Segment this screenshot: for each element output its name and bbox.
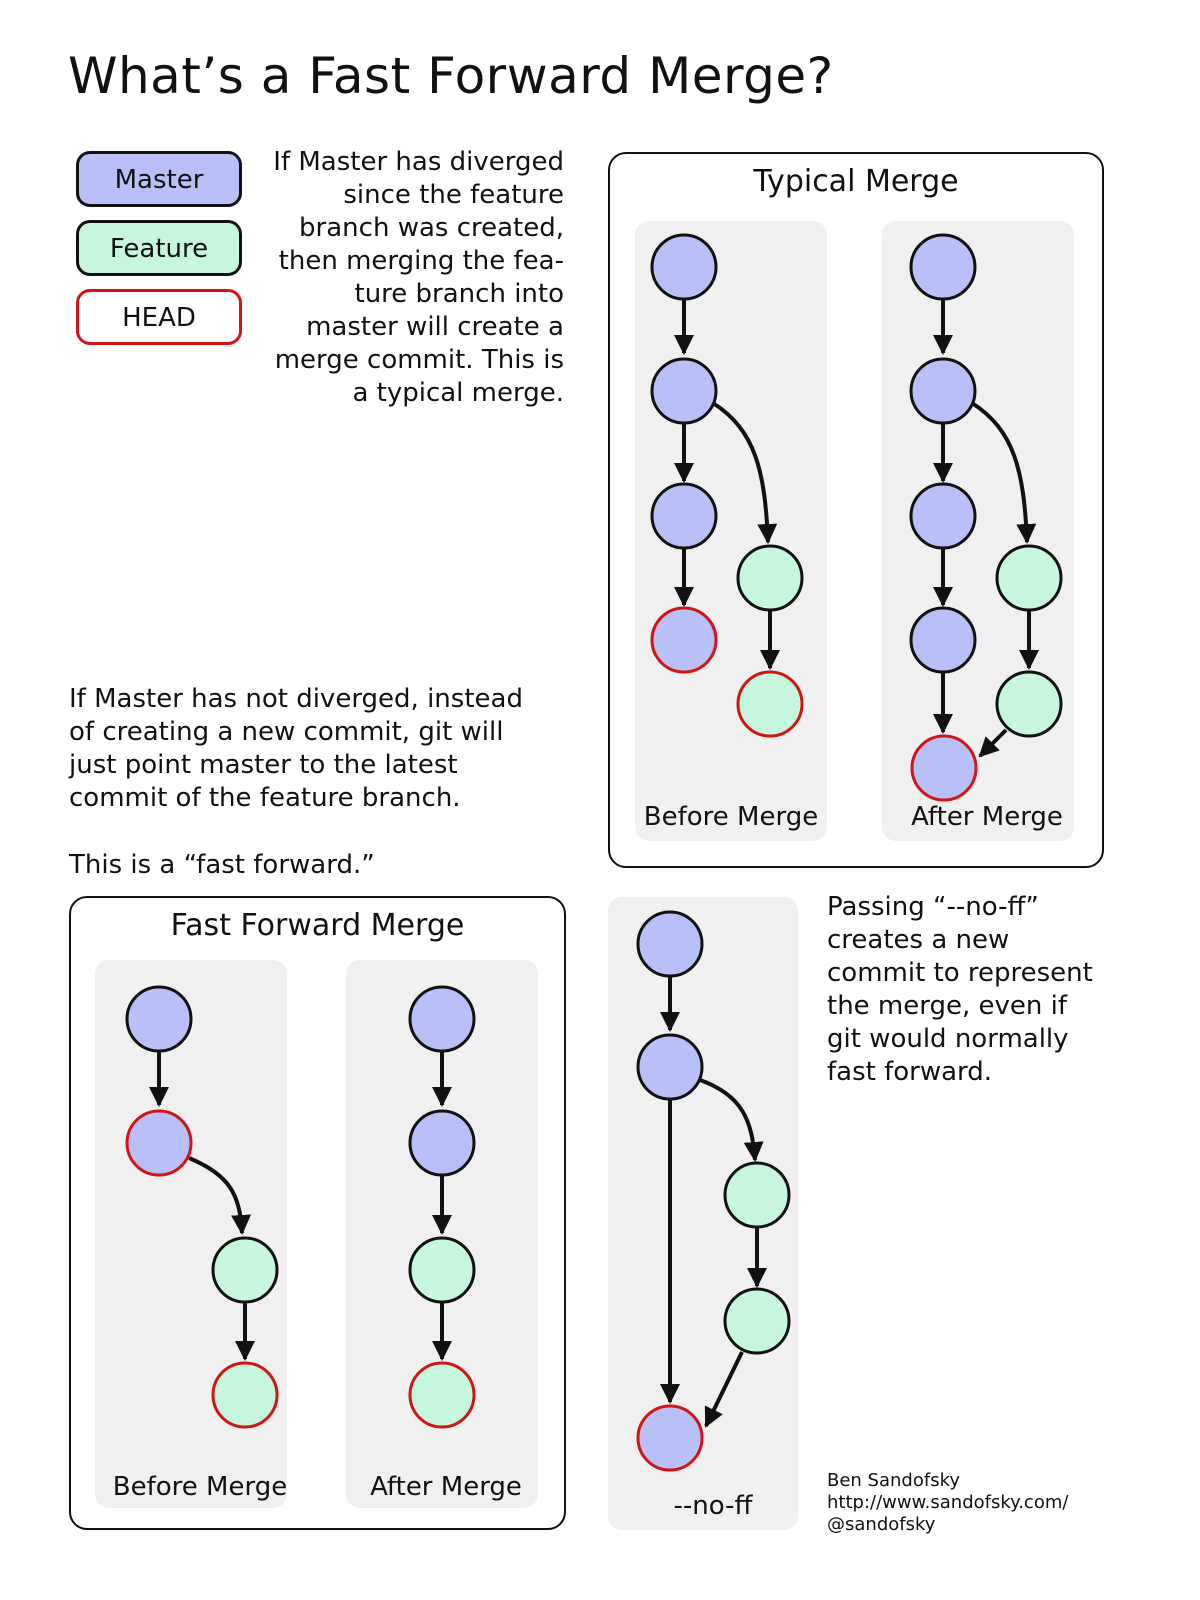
credits: Ben Sandofsky http://www.sandofsky.com/ …	[827, 1470, 1068, 1536]
noff-panel	[608, 897, 798, 1530]
intro-line: If Master has diverged	[273, 147, 564, 177]
fastforward-line: If Master has not diverged, instead	[69, 684, 523, 714]
noff-line: fast forward.	[827, 1057, 993, 1087]
credit-url[interactable]: http://www.sandofsky.com/	[827, 1492, 1069, 1513]
typical-after-label: After Merge	[911, 802, 1063, 832]
intro-line: ture branch into	[354, 279, 565, 309]
intro-line: then merging the fea-	[278, 246, 564, 276]
fastforward-line: of creating a new commit, git will	[69, 717, 504, 747]
intro-line: branch was created,	[299, 213, 564, 243]
typical-before-label: Before Merge	[643, 802, 819, 832]
intro-paragraph: If Master has diverged since the feature…	[273, 146, 564, 410]
noff-label: --no-ff	[673, 1491, 753, 1521]
fastforward-paragraph: If Master has not diverged, instead of c…	[69, 683, 523, 815]
ff-after-label: After Merge	[370, 1472, 522, 1502]
fastforward-line: just point master to the latest	[69, 750, 458, 780]
legend-head: HEAD	[76, 289, 242, 345]
ff-before-label: Before Merge	[112, 1472, 288, 1502]
fastforward-note: This is a “fast forward.”	[69, 850, 375, 880]
ff-after-panel	[346, 960, 538, 1508]
intro-line: merge commit. This is	[274, 345, 564, 375]
page-title: What’s a Fast Forward Merge?	[68, 47, 834, 105]
credit-author: Ben Sandofsky	[827, 1470, 961, 1491]
typical-after-panel	[882, 221, 1074, 841]
intro-line: master will create a	[306, 312, 564, 342]
intro-line: a typical merge.	[352, 378, 564, 408]
typical-merge-title: Typical Merge	[753, 164, 959, 199]
fast-forward-merge-title: Fast Forward Merge	[170, 908, 465, 943]
fastforward-line: commit of the feature branch.	[69, 783, 461, 813]
legend-feature: Feature	[76, 220, 242, 276]
noff-line: Passing “--no-ff”	[827, 892, 1039, 922]
ff-before-panel	[95, 960, 287, 1508]
typical-before-panel	[635, 221, 827, 841]
noff-line: creates a new	[827, 925, 1010, 955]
noff-line: git would normally	[827, 1024, 1069, 1054]
legend-master: Master	[76, 151, 242, 207]
noff-line: the merge, even if	[827, 991, 1068, 1021]
intro-line: since the feature	[343, 180, 564, 210]
credit-handle: @sandofsky	[827, 1514, 936, 1535]
noff-paragraph: Passing “--no-ff” creates a new commit t…	[827, 891, 1093, 1089]
noff-line: commit to represent	[827, 958, 1093, 988]
